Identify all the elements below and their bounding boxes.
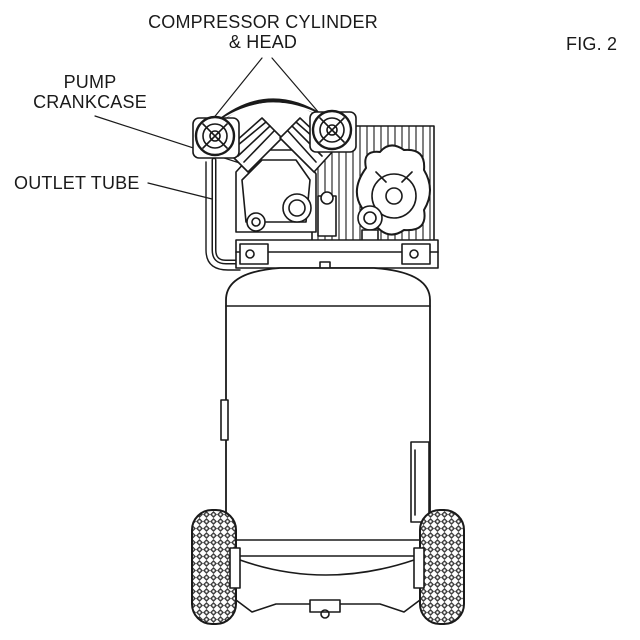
wheel-frame: [231, 539, 421, 619]
figure-number-label: FIG. 2: [566, 34, 618, 54]
vertical-tank: [220, 267, 431, 561]
wheel-left: [191, 509, 241, 625]
cylinder-label-line2: & HEAD: [228, 32, 298, 52]
leader-lines: [94, 57, 321, 201]
side-handle: [410, 441, 430, 523]
pump-crankcase-label: PUMP CRANKCASE: [20, 72, 160, 112]
pressure-gauges: [282, 191, 383, 245]
leader-cylinder-right: [271, 57, 321, 115]
leader-outlet-tube: [147, 182, 217, 201]
cylinder-head-right: [309, 109, 357, 153]
outlet-tube-label: OUTLET TUBE: [14, 173, 140, 193]
leader-pump-crankcase: [94, 115, 256, 169]
handle-bar: [216, 98, 324, 124]
pump-label-line1: PUMP: [63, 72, 117, 92]
compressor-cylinder-head-label: COMPRESSOR CYLINDER & HEAD: [148, 12, 378, 52]
pump-base-plate: [235, 239, 439, 269]
wheel-right: [413, 509, 465, 625]
cylinder-head-left: [192, 115, 240, 159]
leader-cylinder-left: [211, 57, 263, 121]
cylinder-label-line1: COMPRESSOR CYLINDER: [148, 12, 378, 32]
pump-label-line2: CRANKCASE: [33, 92, 147, 112]
